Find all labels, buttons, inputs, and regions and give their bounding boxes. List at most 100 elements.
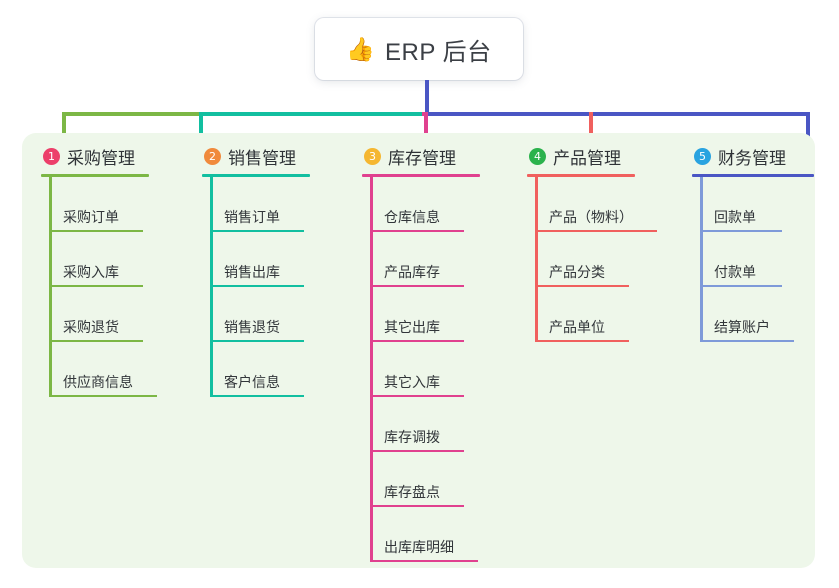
branch-item-label: 产品分类 <box>549 264 605 280</box>
branch-item-rule <box>700 285 782 287</box>
branch-number-badge: 3 <box>364 147 381 165</box>
branch-item-label: 付款单 <box>714 264 756 280</box>
branch-item-rule <box>210 285 304 287</box>
branch-item[interactable]: 采购入库 <box>41 232 206 287</box>
branch-item-label: 采购入库 <box>63 264 119 280</box>
connector-stub-branch-3 <box>424 112 428 146</box>
branch-item-rule <box>210 230 304 232</box>
branch-item-rule <box>210 340 304 342</box>
branch-item[interactable]: 出库库明细 <box>362 507 530 562</box>
branch-title: 库存管理 <box>388 148 456 168</box>
branch-item[interactable]: 采购退货 <box>41 287 206 342</box>
connector-stub-branch-1 <box>62 112 66 146</box>
branch-number-badge: 2 <box>204 147 221 165</box>
branch-items: 销售订单销售出库销售退货客户信息 <box>202 177 362 397</box>
branch-item[interactable]: 产品库存 <box>362 232 530 287</box>
root-title: ERP 后台 <box>385 38 492 66</box>
branch-item-label: 采购退货 <box>63 319 119 335</box>
branch-item-label: 结算账户 <box>714 319 770 335</box>
branch-item[interactable]: 产品（物料） <box>527 177 692 232</box>
connector-bus-segment-1 <box>62 112 202 116</box>
branch-spine <box>210 177 213 397</box>
branch-item-rule <box>535 230 657 232</box>
branch-item-label: 产品库存 <box>384 264 440 280</box>
branch-header-rule <box>527 174 635 177</box>
branch-spine <box>370 177 373 562</box>
branch-item[interactable]: 其它出库 <box>362 287 530 342</box>
branch-header-3[interactable]: 3 库存管理 <box>362 143 530 169</box>
connector-stub-branch-4 <box>589 112 593 146</box>
branch-item-rule <box>535 285 629 287</box>
branch-item-rule <box>370 230 464 232</box>
branch-item-rule <box>49 285 143 287</box>
branch-item[interactable]: 销售退货 <box>202 287 362 342</box>
connector-bus-segment-4 <box>426 112 810 116</box>
branch-item[interactable]: 客户信息 <box>202 342 362 397</box>
thumbs-up-icon: 👍 <box>346 35 376 62</box>
branch-title: 销售管理 <box>228 148 296 168</box>
branch-number-badge: 4 <box>529 147 546 165</box>
branch-item[interactable]: 库存盘点 <box>362 452 530 507</box>
branch-item-rule <box>49 395 157 397</box>
branch-item-label: 销售订单 <box>224 209 280 225</box>
branch-item-label: 出库库明细 <box>384 539 454 555</box>
diagram-panel <box>22 133 815 568</box>
branch-item-rule <box>370 285 464 287</box>
connector-stub-branch-5 <box>806 112 810 146</box>
branch-items: 采购订单采购入库采购退货供应商信息 <box>41 177 206 397</box>
branch-item-label: 采购订单 <box>63 209 119 225</box>
connector-bus-segment-2 <box>200 112 424 116</box>
branch-spine <box>700 177 703 342</box>
branch-item-rule <box>370 505 464 507</box>
branch-items: 产品（物料） 产品分类产品单位 <box>527 177 692 342</box>
branch-item-rule <box>370 560 478 562</box>
branch-item[interactable]: 库存调拨 <box>362 397 530 452</box>
branch-title: 采购管理 <box>67 148 135 168</box>
branch-item-rule <box>49 230 143 232</box>
branch-item-label: 销售退货 <box>224 319 280 335</box>
branch-item[interactable]: 销售出库 <box>202 232 362 287</box>
branch-item-label: 供应商信息 <box>63 374 133 390</box>
branch-item[interactable]: 付款单 <box>692 232 839 287</box>
branch-header-5[interactable]: 5 财务管理 <box>692 143 839 169</box>
branch-item[interactable]: 结算账户 <box>692 287 839 342</box>
branch-title: 财务管理 <box>718 148 786 168</box>
branch-item[interactable]: 产品单位 <box>527 287 692 342</box>
branch-4: 4 产品管理产品（物料） 产品分类产品单位 <box>527 143 692 342</box>
branch-item[interactable]: 销售订单 <box>202 177 362 232</box>
root-connector-drop <box>425 80 429 114</box>
branch-item-label: 其它出库 <box>384 319 440 335</box>
branch-item-label: 回款单 <box>714 209 756 225</box>
branch-header-2[interactable]: 2 销售管理 <box>202 143 362 169</box>
branch-header-rule <box>202 174 310 177</box>
branch-item[interactable]: 其它入库 <box>362 342 530 397</box>
branch-item[interactable]: 供应商信息 <box>41 342 206 397</box>
branch-items: 回款单付款单结算账户 <box>692 177 839 342</box>
branch-item-rule <box>535 340 629 342</box>
branch-item-rule <box>700 230 782 232</box>
root-node[interactable]: 👍 ERP 后台 <box>315 18 523 80</box>
branch-item[interactable]: 仓库信息 <box>362 177 530 232</box>
branch-item-rule <box>370 340 464 342</box>
branch-3: 3 库存管理仓库信息产品库存其它出库其它入库库存调拨库存盘点出库库明细 <box>362 143 530 562</box>
branch-item-label: 其它入库 <box>384 374 440 390</box>
branch-5: 5 财务管理回款单付款单结算账户 <box>692 143 839 342</box>
branch-title: 产品管理 <box>553 148 621 168</box>
branch-item-rule <box>49 340 143 342</box>
branch-items: 仓库信息产品库存其它出库其它入库库存调拨库存盘点出库库明细 <box>362 177 530 562</box>
branch-item-label: 客户信息 <box>224 374 280 390</box>
branch-header-4[interactable]: 4 产品管理 <box>527 143 692 169</box>
connector-stub-branch-2 <box>199 112 203 146</box>
branch-item-label: 仓库信息 <box>384 209 440 225</box>
branch-item-label: 销售出库 <box>224 264 280 280</box>
branch-item-label: 产品单位 <box>549 319 605 335</box>
branch-header-rule <box>41 174 149 177</box>
branch-spine <box>49 177 52 397</box>
branch-item[interactable]: 产品分类 <box>527 232 692 287</box>
branch-item[interactable]: 采购订单 <box>41 177 206 232</box>
branch-number-badge: 5 <box>694 147 711 165</box>
branch-item-label: 库存盘点 <box>384 484 440 500</box>
branch-item[interactable]: 回款单 <box>692 177 839 232</box>
